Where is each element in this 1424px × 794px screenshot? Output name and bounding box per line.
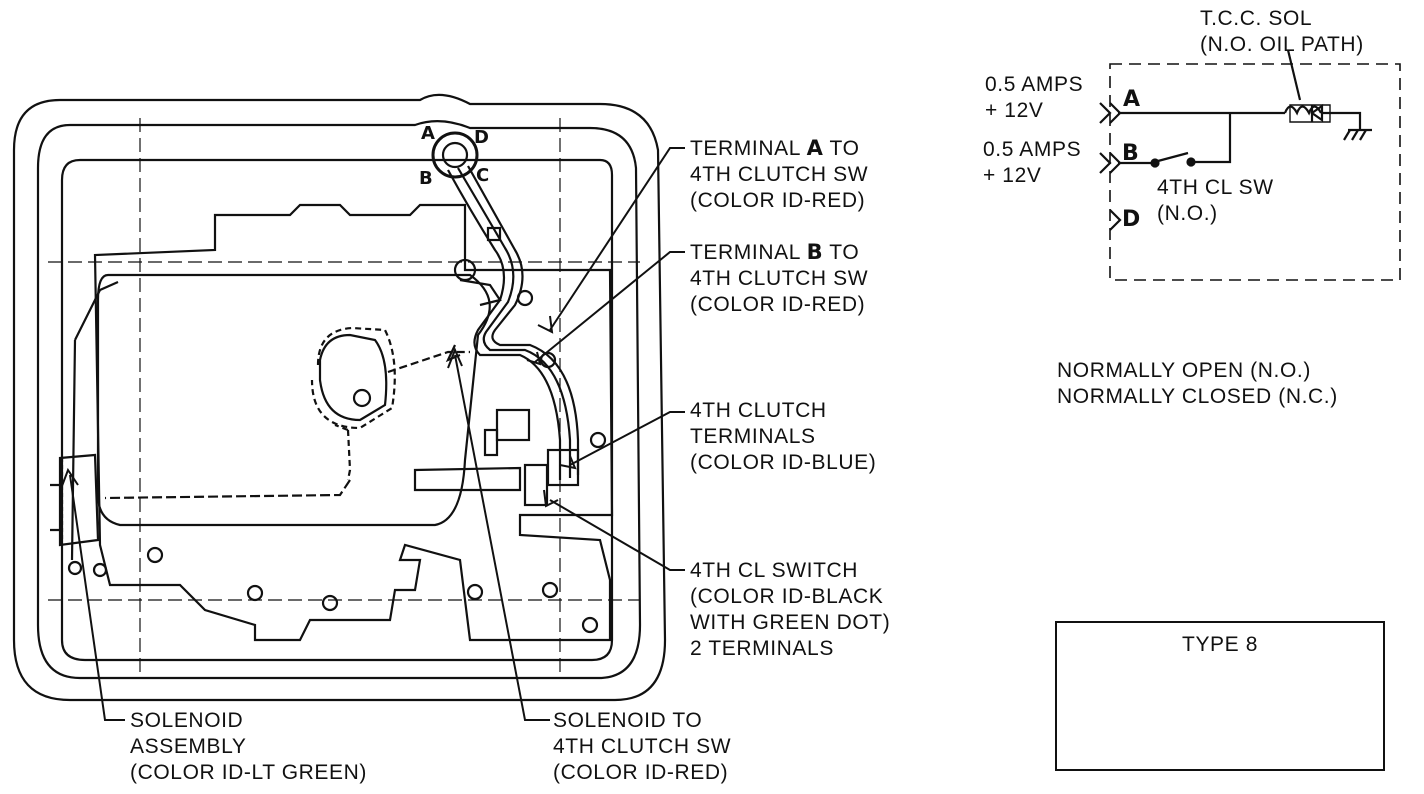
- legend: NORMALLY OPEN (N.O.) NORMALLY CLOSED (N.…: [1057, 359, 1338, 408]
- solenoid-to-switch-label: SOLENOID TO 4TH CLUTCH SW (COLOR ID-RED): [553, 709, 732, 784]
- switch-blade: [1157, 151, 1189, 163]
- switch-label: 4TH CL SW (N.O.): [1157, 176, 1274, 225]
- connector-pin-a: A: [421, 123, 435, 144]
- tcc-solenoid-title: T.C.C. SOL (N.O. OIL PATH): [1200, 7, 1364, 56]
- type-label: TYPE 8: [1182, 633, 1258, 656]
- schematic-pin-b: B: [1122, 141, 1139, 166]
- schematic-pin-a: A: [1123, 87, 1141, 112]
- valve-body: [50, 203, 614, 642]
- clutch-terminals-label: 4TH CLUTCH TERMINALS (COLOR ID-BLUE): [690, 399, 877, 474]
- tcc-schematic: [1099, 49, 1401, 281]
- terminal-a-label: TERMINAL A TO 4TH CLUTCH SW (COLOR ID-RE…: [690, 136, 869, 212]
- terminal-b-label: TERMINAL B TO 4TH CLUTCH SW (COLOR ID-RE…: [690, 240, 869, 316]
- schematic-pin-d: D: [1122, 207, 1141, 232]
- cl-switch-label: 4TH CL SWITCH (COLOR ID-BLACK WITH GREEN…: [690, 559, 891, 660]
- input-b-label: 0.5 AMPS + 12V: [983, 138, 1082, 187]
- connector-pin-c: C: [476, 165, 490, 186]
- solenoid-assembly-label: SOLENOID ASSEMBLY (COLOR ID-LT GREEN): [130, 709, 367, 784]
- connector-pin-d: D: [474, 127, 489, 148]
- connector-pin-b: B: [419, 168, 433, 189]
- type-box: TYPE 8: [1055, 621, 1385, 771]
- transmission-pan: [12, 93, 667, 702]
- input-a-label: 0.5 AMPS + 12V: [985, 73, 1084, 122]
- leader-lines: [61, 147, 685, 721]
- connector-harness: [431, 131, 580, 507]
